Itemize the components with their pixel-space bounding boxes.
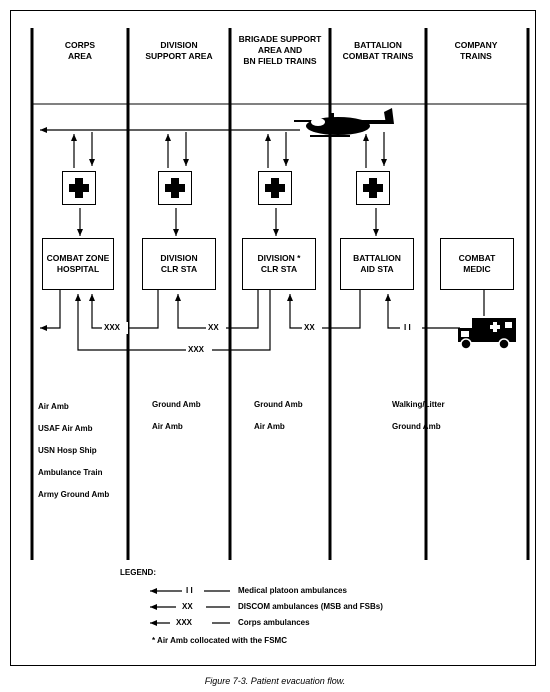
- legend-text-xx: DISCOM ambulances (MSB and FSBs): [238, 602, 383, 611]
- link-mark-ii: I I: [404, 323, 411, 332]
- diagram-frame: [10, 10, 536, 666]
- facility-combat-medic: COMBAT MEDIC: [440, 238, 514, 290]
- figure-caption: Figure 7-3. Patient evacuation flow.: [204, 676, 346, 686]
- medical-cross-icon: [356, 171, 390, 205]
- ambulance-icon: [458, 318, 516, 350]
- legend-text-ii: Medical platoon ambulances: [238, 586, 347, 595]
- link-mark-xxx: XXX: [104, 323, 121, 332]
- link-mark-xx: XX: [208, 323, 219, 332]
- facility-division-clr-sta-forward: DIVISION * CLR STA: [242, 238, 316, 290]
- column-header-corps: CORPS AREA: [64, 40, 96, 61]
- medical-cross-icon: [62, 171, 96, 205]
- link-mark-xx: XX: [304, 323, 315, 332]
- mode-list-corps: Air Amb USAF Air Amb USN Hosp Ship Ambul…: [38, 402, 110, 499]
- facility-division-clr-sta: DIVISION CLR STA: [142, 238, 216, 290]
- link-mark-xxx: XXX: [188, 345, 205, 354]
- column-header-division: DIVISION SUPPORT AREA: [145, 40, 213, 61]
- medical-cross-icon: [258, 171, 292, 205]
- facility-combat-zone-hospital: COMBAT ZONE HOSPITAL: [42, 238, 114, 290]
- legend-symbol-ii: I I: [186, 586, 193, 595]
- helicopter-icon: [294, 108, 394, 137]
- legend-symbol-xxx: XXX: [176, 618, 193, 627]
- facility-battalion-aid-sta: BATTALION AID STA: [340, 238, 414, 290]
- mode-list-battalion: Walking/Litter Ground Amb: [392, 400, 445, 431]
- legend-title: LEGEND:: [120, 568, 156, 577]
- column-header-battalion: BATTALION COMBAT TRAINS: [342, 40, 414, 61]
- column-header-company: COMPANY TRAINS: [454, 40, 498, 61]
- mode-list-brigade: Ground Amb Air Amb: [254, 400, 303, 431]
- legend-note: * Air Amb collocated with the FSMC: [152, 636, 287, 645]
- legend-text-xxx: Corps ambulances: [238, 618, 310, 627]
- legend-symbol-xx: XX: [182, 602, 193, 611]
- mode-list-division: Ground Amb Air Amb: [152, 400, 201, 431]
- column-header-brigade: BRIGADE SUPPORT AREA AND BN FIELD TRAINS: [238, 34, 322, 66]
- medical-cross-icon: [158, 171, 192, 205]
